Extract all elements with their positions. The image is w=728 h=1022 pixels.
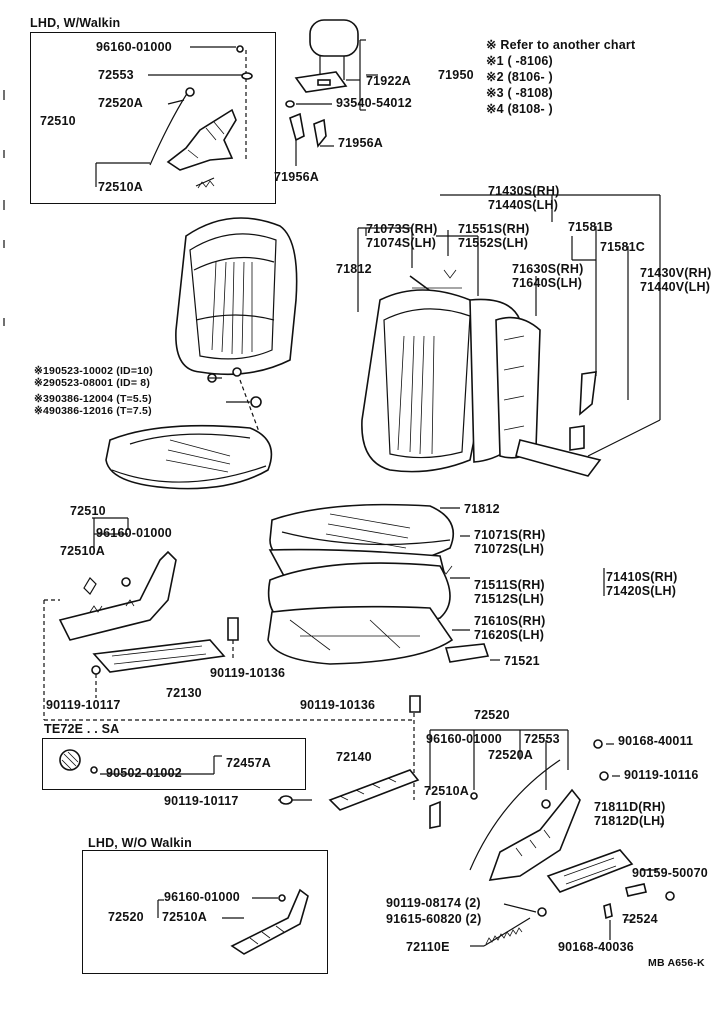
part-label: 71581B	[568, 220, 613, 234]
part-label: 71640S(LH)	[512, 276, 583, 290]
part-label: 96160-01000	[426, 732, 502, 746]
part-label: ※490386-12016 (T=7.5)	[34, 405, 152, 417]
legend-row-2: ※2 (8106- )	[486, 70, 553, 84]
part-label: 71956A	[274, 170, 319, 184]
part-label: 72510A	[162, 910, 207, 924]
part-label: 72520	[474, 708, 510, 722]
part-label: 71073S(RH)	[366, 222, 438, 236]
part-label: 71922A	[366, 74, 411, 88]
part-label: 71410S(RH)	[606, 570, 678, 584]
part-label: 71812	[464, 502, 500, 516]
part-label: 71620S(LH)	[474, 628, 545, 642]
part-label: 71811D(RH)	[594, 800, 666, 814]
part-label: 72457A	[226, 756, 271, 770]
part-label: 93540-54012	[336, 96, 412, 110]
figure-code: MB A656-K	[648, 957, 705, 969]
seat-back-left	[175, 217, 298, 441]
part-label: 72553	[524, 732, 560, 746]
part-label: 71511S(RH)	[474, 578, 545, 592]
seat-cushion-left	[105, 424, 273, 490]
part-label: 90168-40036	[558, 940, 634, 954]
no-walkin-frame	[82, 850, 328, 974]
part-label: 71440V(LH)	[640, 280, 711, 294]
te72e-knob	[59, 749, 222, 775]
part-label: 71521	[504, 654, 540, 668]
part-label: 72553	[98, 68, 134, 82]
walkin-mechanism	[95, 45, 253, 189]
walkin-title: LHD, W/Walkin	[30, 16, 121, 30]
legend-row-1: ※1 ( -8106)	[486, 54, 553, 68]
part-label: 90119-10136	[300, 698, 376, 712]
legend-title: ※ Refer to another chart	[486, 38, 636, 52]
part-label: 71812D(LH)	[594, 814, 665, 828]
part-label: 90502-01002	[106, 766, 182, 780]
left-rail-group	[43, 517, 414, 721]
part-label: 71812	[336, 262, 372, 276]
part-label: ※390386-12004 (T=5.5)	[34, 393, 152, 405]
part-label: 71072S(LH)	[474, 542, 545, 556]
seat-cushion-right	[267, 503, 605, 665]
part-label: 90119-10117	[46, 698, 121, 712]
part-label: 72510	[40, 114, 76, 128]
part-label: ※290523-08001 (ID= 8)	[34, 377, 151, 389]
no-walkin-mechanism	[157, 888, 309, 955]
part-label: 71440S(LH)	[488, 198, 559, 212]
part-label: 72510A	[424, 784, 469, 798]
part-label: 71581C	[600, 240, 645, 254]
te72e-frame	[42, 738, 306, 790]
part-label: 71430S(RH)	[488, 184, 560, 198]
part-label: 96160-01000	[164, 890, 240, 904]
te72e-title: TE72E . . SA	[44, 722, 120, 736]
part-label: 71956A	[338, 136, 383, 150]
part-label: 72510A	[60, 544, 105, 558]
part-label: 96160-01000	[96, 40, 172, 54]
legend-row-4: ※4 (8108- )	[486, 102, 553, 116]
part-label: 90119-10117	[164, 794, 239, 808]
part-label: ※190523-10002 (ID=10)	[34, 365, 153, 377]
part-label: 90119-08174 (2)	[386, 896, 481, 910]
part-label: 71552S(LH)	[458, 236, 529, 250]
part-label: 91615-60820 (2)	[386, 912, 482, 926]
legend-row-3: ※3 ( -8108)	[486, 86, 553, 100]
part-label: 90159-50070	[632, 866, 708, 880]
part-label: 72110E	[406, 940, 450, 954]
headrest	[285, 19, 378, 166]
part-label: 71071S(RH)	[474, 528, 546, 542]
no-walkin-title: LHD, W/O Walkin	[88, 836, 192, 850]
part-label: 72510A	[98, 180, 143, 194]
part-label: 71420S(LH)	[606, 584, 677, 598]
walkin-frame	[30, 32, 276, 204]
part-label: 72130	[166, 686, 202, 700]
part-label: 72524	[622, 912, 658, 926]
part-label: 72510	[70, 504, 106, 518]
part-label: 71430V(RH)	[640, 266, 712, 280]
part-label: 96160-01000	[96, 526, 172, 540]
seat-back-right	[357, 194, 661, 477]
part-label: 71610S(RH)	[474, 614, 546, 628]
part-label: 72520A	[98, 96, 143, 110]
part-label: 72140	[336, 750, 372, 764]
right-rail-group	[278, 695, 675, 947]
part-label: 71512S(LH)	[474, 592, 545, 606]
part-label: 71551S(RH)	[458, 222, 530, 236]
part-label: 90119-10116	[624, 768, 699, 782]
part-label: 71074S(LH)	[366, 236, 437, 250]
part-label: 71630S(RH)	[512, 262, 584, 276]
part-label: 72520	[108, 910, 144, 924]
part-label: 90168-40011	[618, 734, 694, 748]
part-label: 90119-10136	[210, 666, 286, 680]
part-label: 71950	[438, 68, 474, 82]
part-label: 72520A	[488, 748, 533, 762]
